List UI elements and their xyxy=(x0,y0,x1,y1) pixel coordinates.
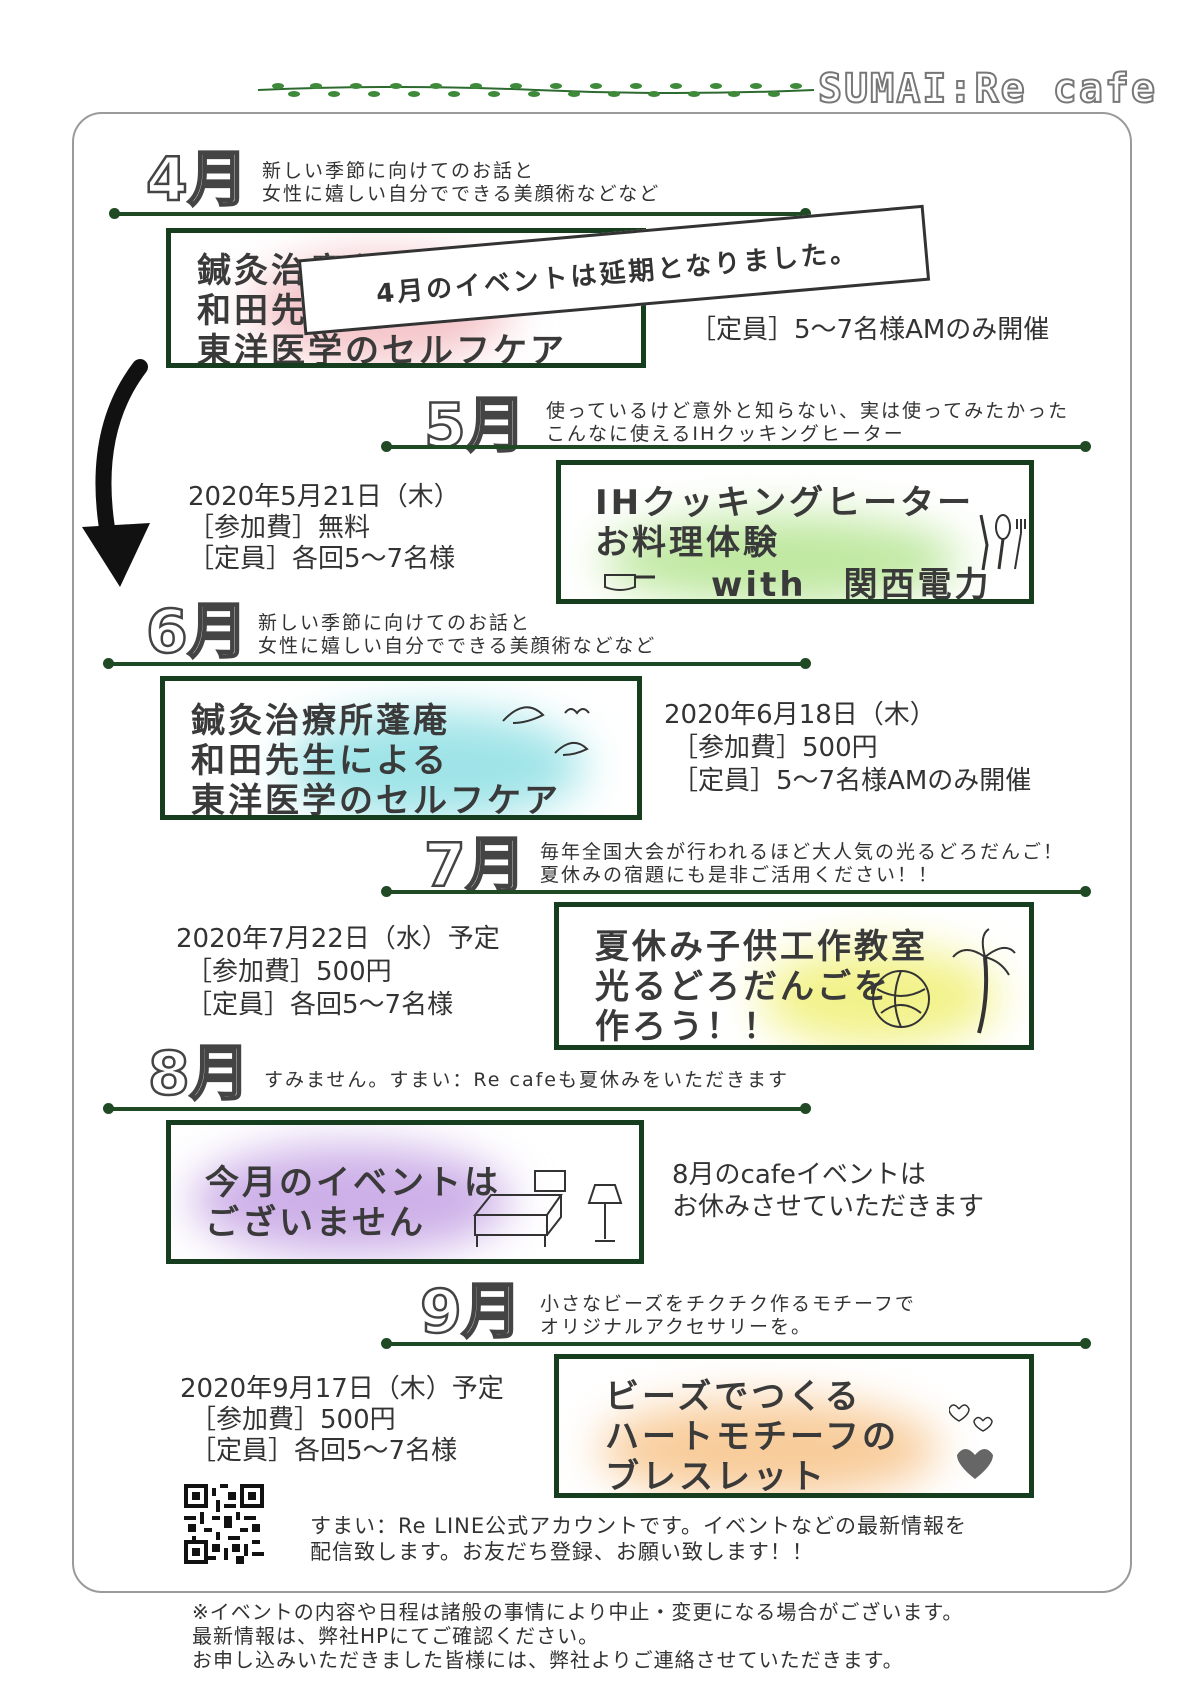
june-glow xyxy=(285,711,585,815)
september-glow xyxy=(599,1399,939,1493)
kitchen-utensils-icon xyxy=(979,514,1026,571)
hearts-icon xyxy=(949,1404,993,1479)
september-desc-line2: オリジナルアクセサリーを。 xyxy=(540,1316,813,1338)
line-account-text-line1: すまい：Re LINE公式アカウントです。イベントなどの最新情報を xyxy=(310,1514,968,1538)
april-capacity: ［定員］5〜7名様AMのみ開催 xyxy=(690,315,1050,345)
april-title-line3: 東洋医学のセルフケア xyxy=(197,331,567,368)
qr-code[interactable] xyxy=(184,1484,264,1564)
june-title-line2: 和田先生による xyxy=(191,741,449,781)
line-account-text-line2: 配信致します。お友だち登録、お願い致します！！ xyxy=(310,1540,814,1564)
july-glow xyxy=(759,947,999,1045)
september-capacity: ［定員］各回5〜7名様 xyxy=(190,1436,458,1466)
july-title-line2: 光るどろだんごを xyxy=(595,967,891,1007)
july-fee: ［参加費］500円 xyxy=(186,957,392,987)
june-capacity: ［定員］5〜7名様AMのみ開催 xyxy=(672,766,1032,796)
july-event-box: 夏休み子供工作教室 光るどろだんごを 作ろう！！ xyxy=(554,902,1034,1050)
swallow-birds-icon xyxy=(502,706,590,756)
may-fee: ［参加費］無料 xyxy=(188,513,371,543)
july-title-line1: 夏休み子供工作教室 xyxy=(595,927,928,967)
july-desc-line1: 毎年全国大会が行われるほど大人気の光るどろだんご！ xyxy=(540,841,1065,863)
july-capacity: ［定員］各回5〜7名様 xyxy=(186,990,454,1020)
bed-and-lamp-icon xyxy=(472,1170,623,1247)
month-april: 4月 xyxy=(145,145,249,215)
august-glow xyxy=(191,1145,511,1255)
may-desc-line1: 使っているけど意外と知らない、実は使ってみたかった xyxy=(546,400,1070,422)
beach-ball-icon xyxy=(872,970,930,1028)
may-divider xyxy=(381,441,1091,452)
september-title-line3: ブレスレット xyxy=(605,1457,827,1497)
september-desc-line1: 小さなビーズをチクチク作るモチーフで xyxy=(540,1293,916,1315)
july-title-line3: 作ろう！！ xyxy=(595,1007,780,1047)
september-title-line2: ハートモチーフの xyxy=(605,1417,899,1457)
august-event-box: 今月のイベントは ございません xyxy=(166,1120,644,1264)
may-date: 2020年5月21日（木） xyxy=(188,482,460,512)
september-fee: ［参加費］500円 xyxy=(190,1405,396,1435)
may-event-box: IHクッキングヒーター お料理体験 with 関西電力 xyxy=(556,460,1034,604)
july-date: 2020年7月22日（水）予定 xyxy=(176,924,500,954)
april-divider xyxy=(109,208,811,219)
june-event-box: 鍼灸治療所蓬庵 和田先生による 東洋医学のセルフケア xyxy=(160,676,642,820)
september-date: 2020年9月17日（木）予定 xyxy=(180,1374,504,1404)
saucepan-icon xyxy=(604,574,655,591)
may-title-line1: IHクッキングヒーター xyxy=(595,483,975,523)
june-desc-line2: 女性に嬉しい自分でできる美顔術などなど xyxy=(258,635,657,657)
may-title-line2: お料理体験 xyxy=(595,523,780,563)
palm-tree-icon xyxy=(952,928,1016,1034)
april-desc-line2: 女性に嬉しい自分でできる美顔術などなど xyxy=(262,183,661,205)
footer-note-line3: お申し込みいただきました皆様には、弊社よりご連絡させていただきます。 xyxy=(192,1648,904,1672)
brand-logo: SUMAI:Re cafe xyxy=(817,65,1158,113)
july-divider xyxy=(381,886,1091,897)
august-desc-line1: すみません。すまい：Re cafeも夏休みをいただきます xyxy=(264,1069,789,1091)
june-title-line1: 鍼灸治療所蓬庵 xyxy=(191,701,450,741)
footer-note-line1: ※イベントの内容や日程は諸般の事情により中止・変更になる場合がございます。 xyxy=(192,1600,964,1624)
august-title-line1: 今月のイベントは xyxy=(205,1163,501,1203)
curved-arrow-icon xyxy=(82,359,150,587)
june-fee: ［参加費］500円 xyxy=(672,733,878,763)
august-divider xyxy=(103,1103,811,1114)
vine-decoration xyxy=(258,83,814,97)
month-september: 9月 xyxy=(419,1277,523,1347)
month-august: 8月 xyxy=(147,1039,251,1109)
august-title-line2: ございません xyxy=(205,1203,426,1243)
june-desc-line1: 新しい季節に向けてのお話と xyxy=(258,612,532,634)
june-title-line3: 東洋医学のセルフケア xyxy=(191,781,561,820)
month-june: 6月 xyxy=(145,597,249,667)
may-desc-line2: こんなに使えるIHクッキングヒーター xyxy=(546,423,905,445)
june-date: 2020年6月18日（木） xyxy=(664,700,936,730)
page-frame xyxy=(72,112,1132,1593)
may-glow xyxy=(601,515,961,599)
september-divider xyxy=(381,1338,1091,1349)
august-info-line2: お休みさせていただきます xyxy=(672,1192,985,1222)
september-title-line1: ビーズでつくる xyxy=(605,1377,862,1417)
september-event-box: ビーズでつくる ハートモチーフの ブレスレット xyxy=(554,1354,1034,1498)
footer-note-line2: 最新情報は、弊社HPにてご確認ください。 xyxy=(192,1624,600,1648)
june-divider xyxy=(103,658,811,669)
may-capacity: ［定員］各回5〜7名様 xyxy=(188,544,456,574)
april-desc-line1: 新しい季節に向けてのお話と xyxy=(262,160,536,182)
may-title-line3: with 関西電力 xyxy=(711,565,992,604)
july-desc-line2: 夏休みの宿題にも是非ご活用ください！！ xyxy=(540,864,940,886)
month-july: 7月 xyxy=(423,831,527,901)
august-info-line1: 8月のcafeイベントは xyxy=(672,1160,926,1190)
